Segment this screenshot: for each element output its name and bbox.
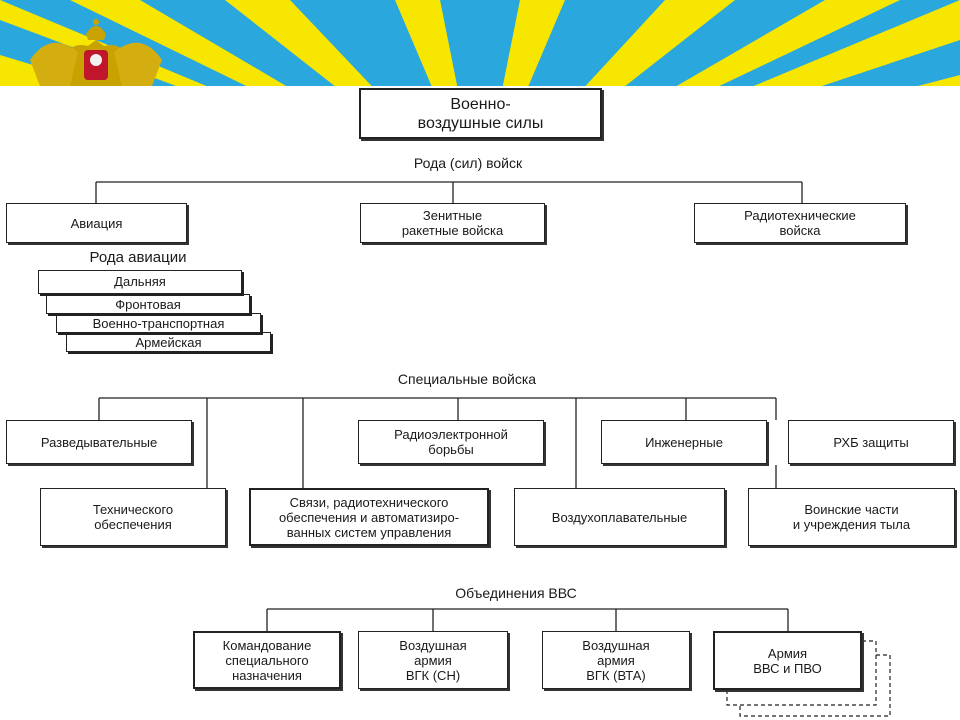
branch-label: Радиотехнические войска — [744, 208, 856, 238]
special-box-cbrn-defense: РХБ защиты — [788, 420, 954, 464]
root-node: Военно- воздушные силы — [359, 88, 602, 139]
root-label: Военно- воздушные силы — [417, 95, 544, 132]
branch-label: Авиация — [70, 215, 123, 231]
special-label: Воинские части и учреждения тыла — [792, 502, 911, 532]
branch-label: Зенитные ракетные войска — [401, 208, 504, 238]
branch-box-radio-technical: Радиотехнические войска — [694, 203, 906, 243]
formation-box-special-command: Командование специального назначения — [193, 631, 341, 689]
branch-box-aviation: Авиация — [6, 203, 187, 243]
special-box-communications: Связи, радиотехнического обеспечения и а… — [249, 488, 489, 546]
aviation-type-frontline: Фронтовая — [46, 294, 250, 314]
section-label-aviation-types: Рода авиации — [89, 249, 187, 266]
special-box-technical-support: Технического обеспечения — [40, 488, 226, 546]
double-headed-eagle-emblem-icon — [30, 19, 162, 86]
aviation-type-label: Армейская — [135, 335, 202, 350]
special-label: Разведывательные — [40, 434, 158, 450]
section-label-branches: Рода (сил) войск — [413, 155, 523, 171]
formation-box-vgk-sn: Воздушная армия ВГК (СН) — [358, 631, 508, 689]
formation-label: Воздушная армия ВГК (ВТА) — [582, 637, 650, 683]
special-box-engineering: Инженерные — [601, 420, 767, 464]
special-label: Связи, радиотехнического обеспечения и а… — [278, 494, 460, 540]
special-label: РХБ защиты — [833, 434, 909, 450]
special-label: Радиоэлектронной борьбы — [394, 427, 508, 457]
aviation-type-military-transport: Военно-транспортная — [56, 313, 261, 333]
special-box-electronic-warfare: Радиоэлектронной борьбы — [358, 420, 544, 464]
formation-box-vgk-vta: Воздушная армия ВГК (ВТА) — [542, 631, 690, 689]
formation-label: Армия ВВС и ПВО — [753, 645, 822, 676]
aviation-type-label: Военно-транспортная — [92, 316, 225, 331]
special-label: Инженерные — [645, 434, 723, 450]
formation-label: Командование специального назначения — [222, 637, 312, 683]
formation-label: Воздушная армия ВГК (СН) — [399, 637, 467, 683]
aviation-type-long-range: Дальняя — [38, 270, 242, 294]
special-label: Воздухоплавательные — [551, 509, 688, 525]
header-banner — [0, 0, 960, 86]
special-box-aeronautical: Воздухоплавательные — [514, 488, 725, 546]
formation-box-army-vvs-pvo: Армия ВВС и ПВО — [713, 631, 862, 690]
aviation-type-label: Фронтовая — [115, 297, 181, 312]
aviation-type-label: Дальняя — [114, 274, 166, 289]
aviation-type-army: Армейская — [66, 332, 271, 352]
special-box-rear-units: Воинские части и учреждения тыла — [748, 488, 955, 546]
section-label-special-troops: Специальные войска — [397, 371, 537, 387]
branch-box-air-defense: Зенитные ракетные войска — [360, 203, 545, 243]
special-box-reconnaissance: Разведывательные — [6, 420, 192, 464]
section-label-formations: Объединения ВВС — [455, 585, 577, 601]
special-label: Технического обеспечения — [92, 502, 174, 532]
